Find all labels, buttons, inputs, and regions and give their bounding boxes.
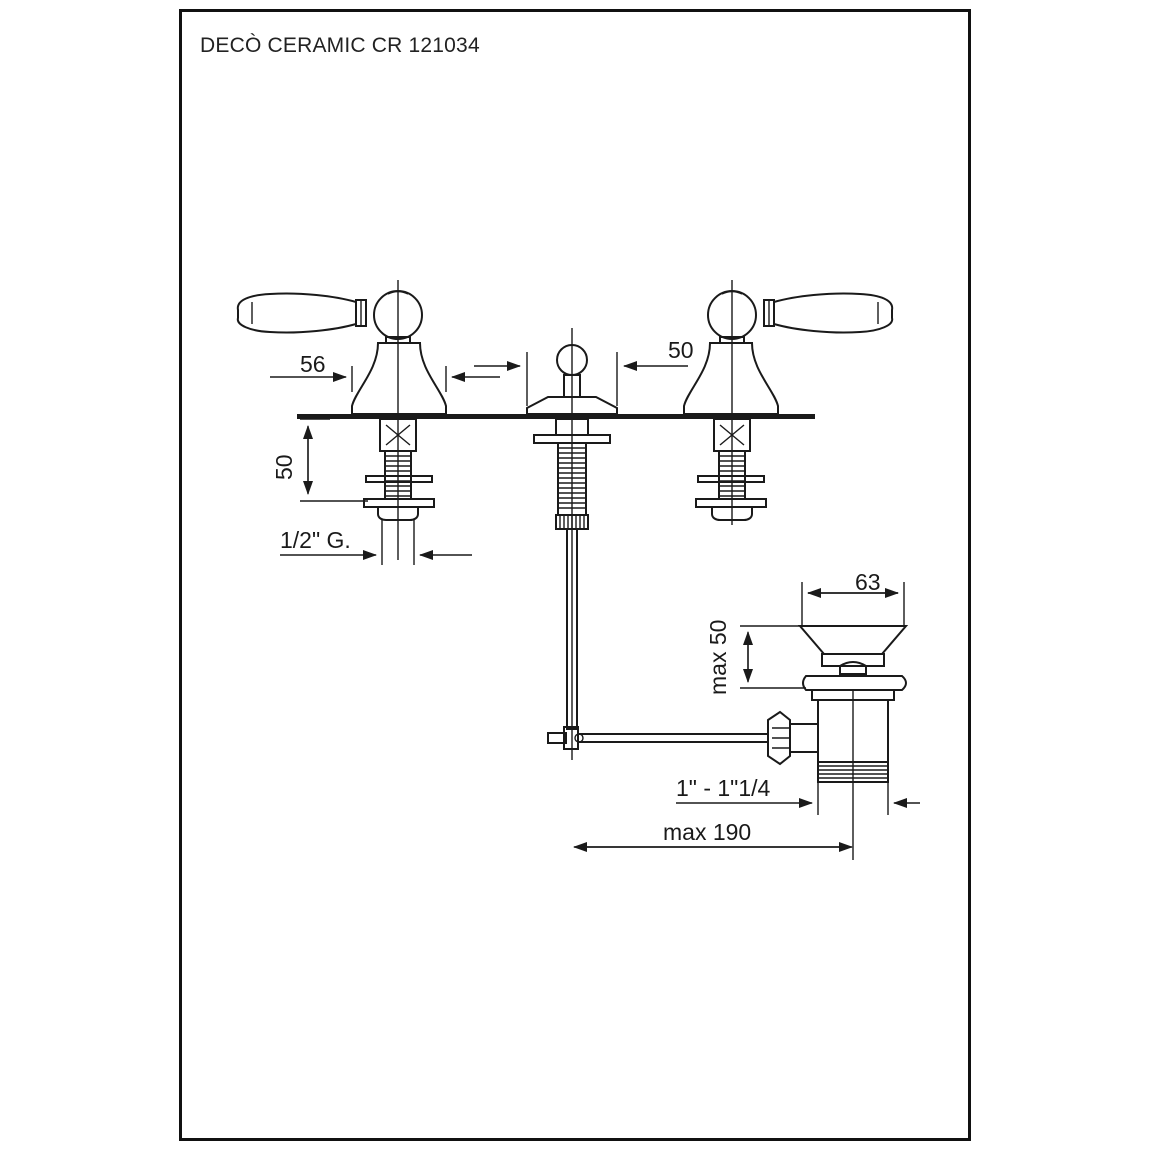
drawing-frame — [179, 9, 971, 1141]
pop-up-knob — [526, 328, 769, 760]
dimension-50-shank-label: 50 — [271, 454, 297, 480]
right-valve — [683, 280, 894, 525]
dimension-max-50-label: max 50 — [705, 620, 731, 695]
dimension-50-offset: 50 — [474, 337, 694, 406]
left-valve — [236, 280, 447, 560]
dimension-max-190: max 190 — [573, 819, 853, 852]
dimension-max-50: max 50 — [705, 620, 806, 695]
dimension-56: 56 — [270, 351, 500, 392]
dimension-inlet-thread-label: 1/2" G. — [280, 527, 351, 553]
dimension-waste-thread-label: 1" - 1"1/4 — [676, 775, 771, 801]
dimension-50-shank: 50 — [271, 418, 368, 502]
dimension-50-offset-label: 50 — [668, 337, 694, 363]
countertop — [297, 414, 815, 419]
dimension-waste-thread: 1" - 1"1/4 — [676, 775, 920, 815]
dimension-63-label: 63 — [855, 569, 881, 595]
waste-assembly — [767, 625, 909, 860]
dimension-inlet-thread: 1/2" G. — [280, 520, 472, 565]
dimension-max-190-label: max 190 — [663, 819, 751, 845]
product-title: DECÒ CERAMIC CR 121034 — [200, 34, 480, 57]
dimension-56-label: 56 — [300, 351, 326, 377]
dimension-63: 63 — [801, 569, 905, 626]
